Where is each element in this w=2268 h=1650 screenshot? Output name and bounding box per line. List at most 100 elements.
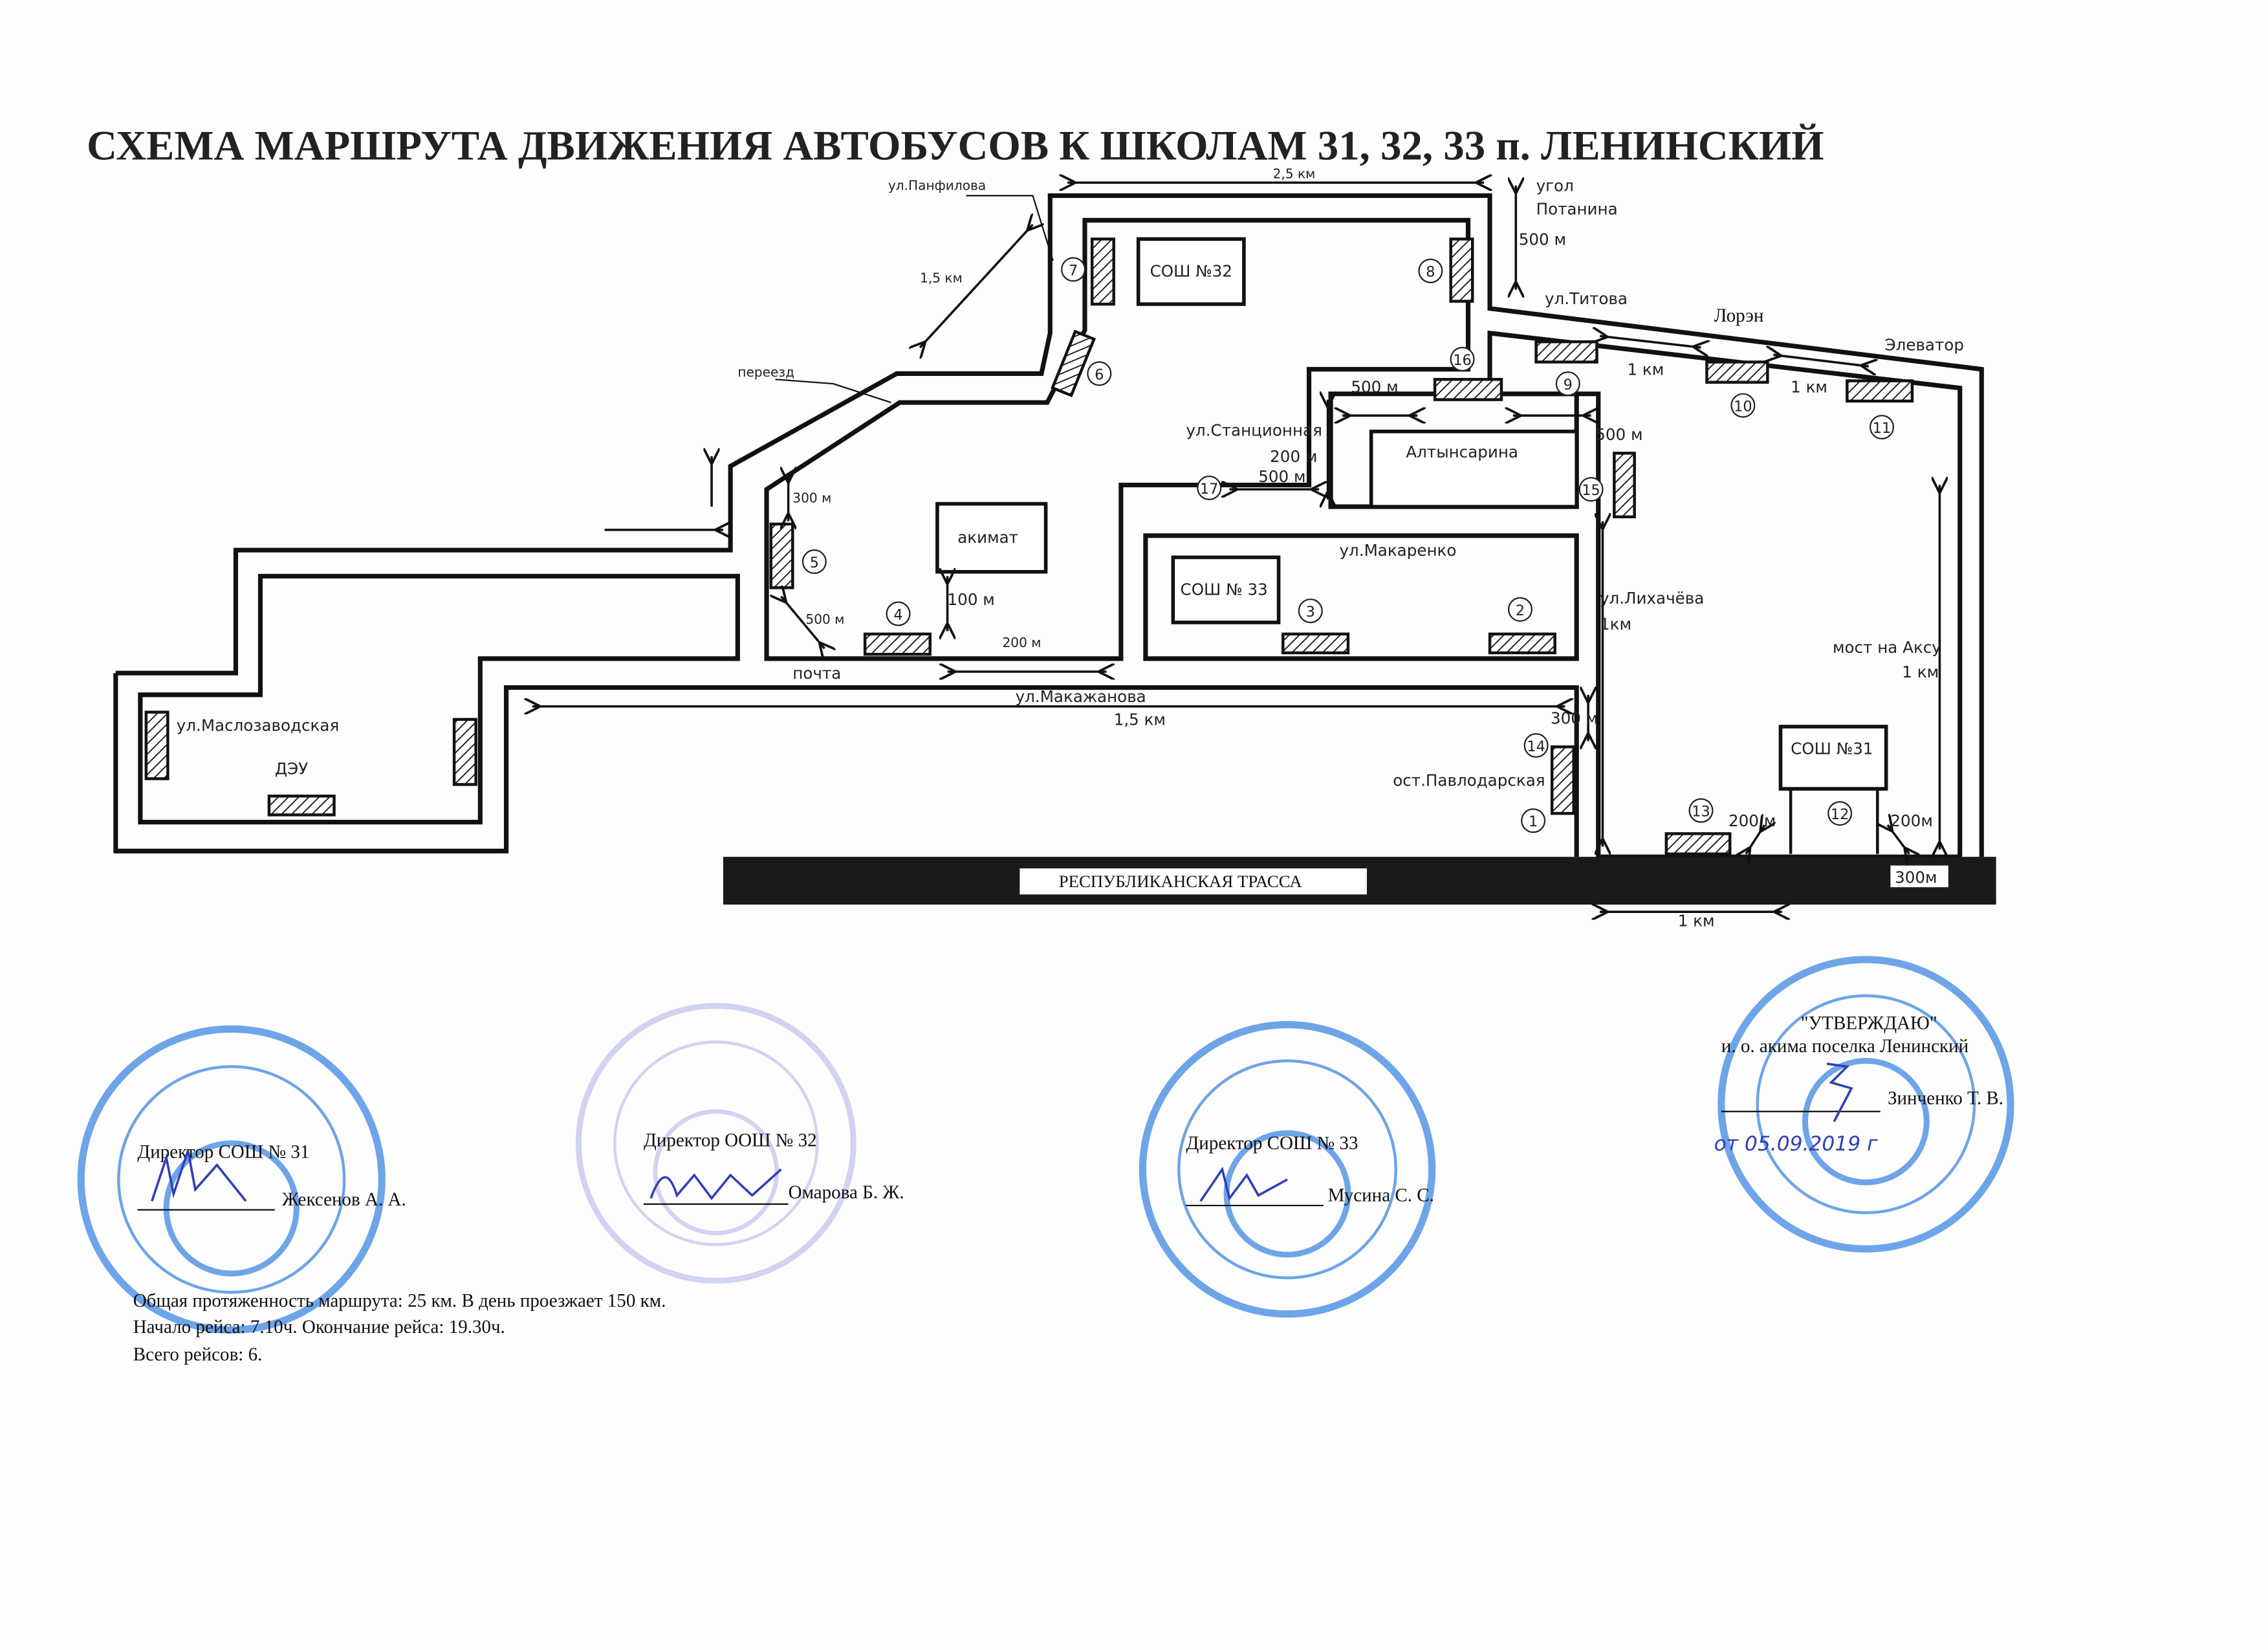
svg-text:13: 13 — [1692, 804, 1710, 820]
svg-text:500 м: 500 м — [1351, 377, 1398, 396]
director-33-title: Директор СОШ № 33 — [1186, 1133, 1358, 1154]
note-schedule: Начало рейса: 7.10ч. Окончание рейса: 19… — [133, 1317, 505, 1337]
director-32-name: Омарова Б. Ж. — [789, 1182, 904, 1203]
stop-13: 13 — [1688, 798, 1714, 823]
svg-text:16: 16 — [1453, 352, 1471, 369]
stop-2: 2 — [1507, 597, 1533, 622]
school-32: СОШ №32 — [1150, 262, 1232, 281]
stamp-school-31 — [77, 1025, 386, 1334]
note-length: Общая протяженность маршрута: 25 км. В д… — [133, 1291, 666, 1312]
stop-16: 16 — [1450, 347, 1475, 372]
svg-text:Потанина: Потанина — [1536, 199, 1618, 218]
svg-text:3: 3 — [1306, 604, 1315, 621]
director-33-name: Мусина С. С. — [1328, 1185, 1434, 1205]
approve-name: Зинченко Т. В. — [1888, 1088, 2003, 1109]
stop-11: 11 — [1869, 415, 1895, 440]
stop-9: 9 — [1555, 371, 1580, 397]
stop-numbers: 1 2 3 4 5 6 7 8 9 10 11 12 13 14 15 16 1… — [801, 257, 1895, 833]
official-stamps — [77, 956, 2014, 1334]
highway-label-box — [1020, 868, 1367, 895]
svg-text:1 км: 1 км — [1627, 360, 1664, 379]
stop-5: 5 — [801, 549, 827, 575]
director-31-name: Жексенов А. А. — [282, 1189, 406, 1210]
svg-text:12: 12 — [1831, 806, 1849, 823]
route-notes: Общая протяженность маршрута: 25 км. В д… — [133, 1291, 666, 1365]
svg-text:200 м: 200 м — [1270, 447, 1317, 466]
svg-text:7: 7 — [1069, 262, 1078, 279]
stop-12: 12 — [1827, 801, 1853, 826]
approve-heading: "УТВЕРЖДАЮ" — [1801, 1013, 1937, 1033]
svg-text:ДЭУ: ДЭУ — [275, 760, 308, 778]
svg-text:2: 2 — [1516, 602, 1525, 619]
svg-text:200 м: 200 м — [1728, 811, 1776, 830]
svg-text:10: 10 — [1734, 399, 1752, 415]
school-31: СОШ №31 — [1791, 739, 1873, 758]
svg-text:200 м: 200 м — [1003, 635, 1041, 650]
buildings: СОШ №32 Алтынсарина акимат СОШ № 33 СОШ … — [935, 237, 1888, 854]
stop-14: 14 — [1523, 733, 1549, 758]
svg-text:ул.Титова: ул.Титова — [1545, 289, 1628, 308]
svg-text:1 км: 1 км — [1791, 377, 1827, 396]
signature-33 — [1199, 1166, 1288, 1202]
altynsarina: Алтынсарина — [1406, 443, 1518, 461]
stop-1: 1 — [1521, 808, 1546, 833]
svg-text:500 м: 500 м — [1595, 425, 1642, 444]
svg-text:1 км: 1 км — [1902, 663, 1939, 681]
svg-text:500 м: 500 м — [1258, 467, 1305, 486]
svg-text:Лорэн: Лорэн — [1714, 305, 1764, 326]
stop-7: 7 — [1061, 257, 1086, 282]
svg-text:9: 9 — [1564, 377, 1573, 393]
svg-text:мост на Аксу: мост на Аксу — [1833, 638, 1941, 657]
stop-6: 6 — [1087, 361, 1112, 386]
signature-31 — [151, 1150, 247, 1202]
svg-text:Элеватор: Элеватор — [1884, 336, 1964, 355]
svg-text:ул.Панфилова: ул.Панфилова — [888, 177, 986, 193]
approve-date: от 05.09.2019 г — [1714, 1132, 1878, 1156]
svg-text:4: 4 — [893, 606, 902, 623]
svg-text:1: 1 — [1529, 813, 1538, 830]
distance-box-300 — [1890, 865, 1948, 888]
svg-text:5: 5 — [810, 555, 819, 571]
svg-text:100 м: 100 м — [948, 590, 995, 609]
svg-text:ул.Станционная: ул.Станционная — [1186, 421, 1322, 440]
svg-text:почта: почта — [792, 664, 841, 683]
svg-text:500 м: 500 м — [805, 611, 844, 627]
stop-17: 17 — [1197, 476, 1222, 501]
distance-arrows — [532, 182, 1940, 912]
svg-text:ост.Павлодарская: ост.Павлодарская — [1393, 771, 1545, 790]
svg-text:2,5 км: 2,5 км — [1273, 166, 1316, 182]
svg-text:200м: 200м — [1890, 811, 1932, 830]
director-32-title: Директор ООШ № 32 — [644, 1130, 817, 1150]
highway-label: РЕСПУБЛИКАНСКАЯ ТРАССА — [1059, 872, 1303, 891]
svg-text:ул.Лихачёва: ул.Лихачёва — [1600, 589, 1704, 608]
stamp-school-33 — [1139, 1020, 1436, 1318]
stop-10: 10 — [1730, 393, 1756, 418]
approve-role: и. о. акима поселка Ленинский — [1721, 1036, 1968, 1057]
stop-3: 3 — [1298, 599, 1323, 624]
svg-text:ул.Макаренко: ул.Макаренко — [1340, 541, 1457, 560]
svg-text:6: 6 — [1095, 366, 1104, 383]
svg-text:11: 11 — [1873, 420, 1891, 437]
svg-text:8: 8 — [1426, 264, 1435, 281]
stamp-school-32 — [575, 1003, 856, 1284]
stop-8: 8 — [1418, 258, 1443, 283]
school-33: СОШ № 33 — [1181, 580, 1268, 599]
svg-text:1 км: 1 км — [1678, 912, 1715, 930]
svg-text:переезд: переезд — [737, 364, 794, 380]
svg-text:угол: угол — [1536, 177, 1574, 195]
svg-text:ул.Маслозаводская: ул.Маслозаводская — [177, 716, 339, 735]
stop-15: 15 — [1578, 477, 1604, 502]
svg-text:1км: 1км — [1600, 615, 1631, 633]
svg-text:1,5 км: 1,5 км — [920, 270, 963, 286]
document-title: СХЕМА МАРШРУТА ДВИЖЕНИЯ АВТОБУСОВ К ШКОЛ… — [87, 122, 1824, 169]
stamp-akimat — [1717, 956, 2014, 1253]
director-31-title: Директор СОШ № 31 — [137, 1141, 309, 1162]
svg-text:ул.Макажанова: ул.Макажанова — [1016, 687, 1146, 706]
signatures: Директор СОШ № 31 Жексенов А. А. Директо… — [137, 1013, 2003, 1211]
svg-text:14: 14 — [1527, 738, 1545, 755]
svg-text:500 м: 500 м — [1519, 230, 1566, 248]
svg-text:300 м: 300 м — [792, 490, 831, 505]
note-trips: Всего рейсов: 6. — [133, 1344, 263, 1365]
